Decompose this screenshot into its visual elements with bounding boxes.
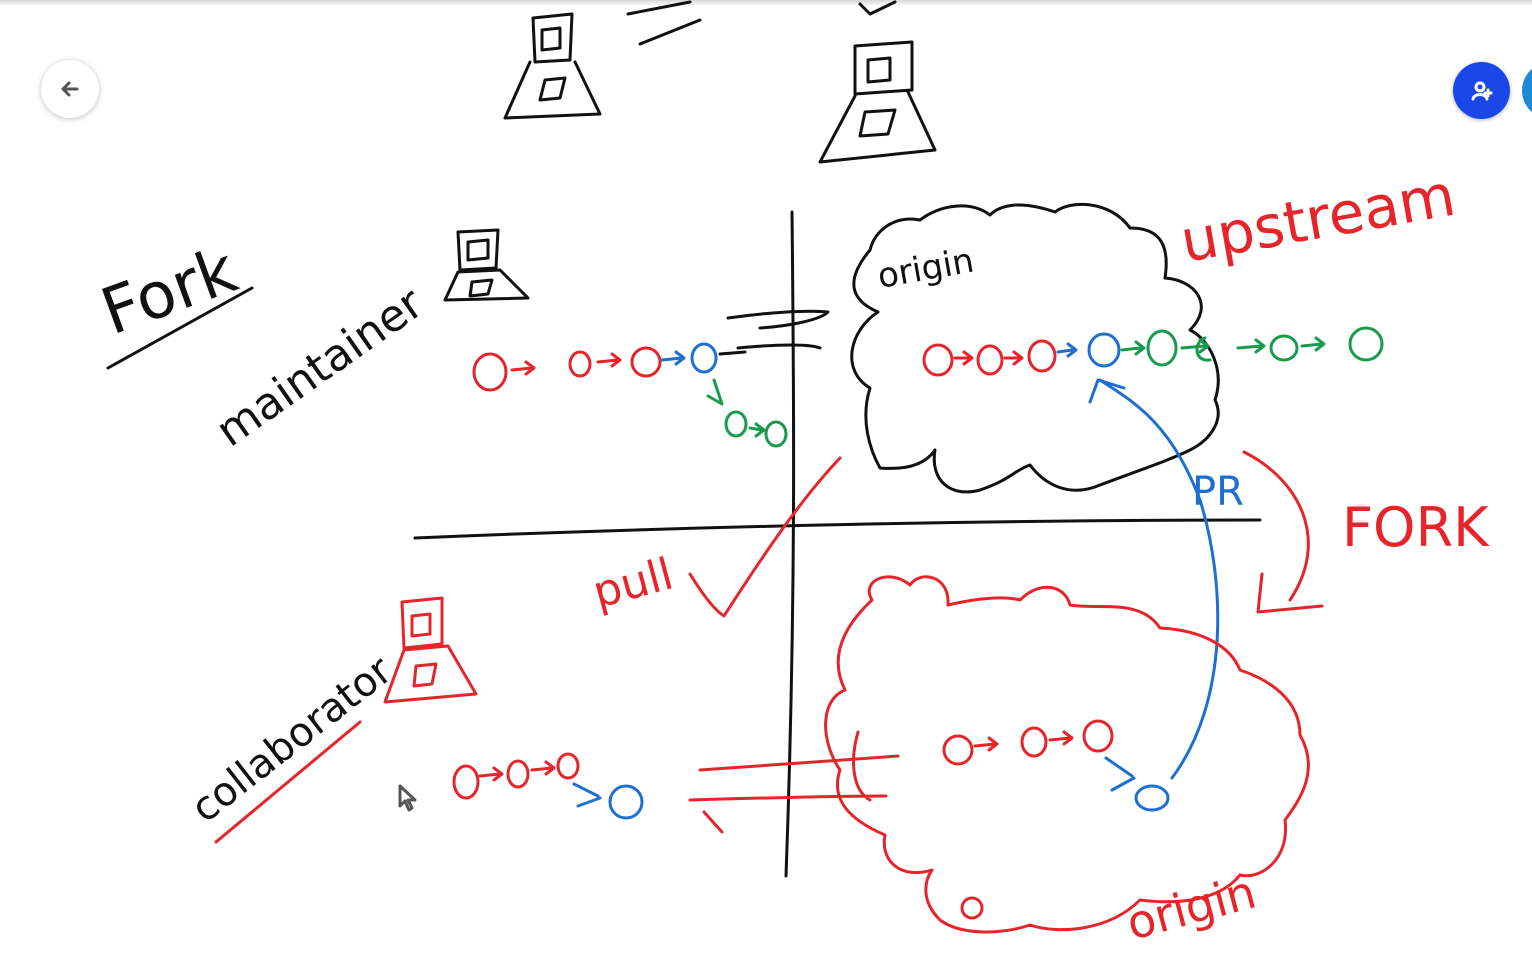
push-arrows-bottom xyxy=(688,730,900,834)
pr-arrow xyxy=(1098,378,1220,780)
fork-label: FORK xyxy=(1342,496,1490,559)
checkmark xyxy=(688,456,842,618)
back-button[interactable] xyxy=(41,60,99,118)
invite-user-button[interactable] xyxy=(1453,62,1510,119)
pr-label: PR xyxy=(1192,469,1244,515)
collaborator-commits xyxy=(452,752,644,820)
upstream-commits xyxy=(922,326,1384,377)
arrow-left-icon xyxy=(61,81,79,97)
collaborator-computer-icon xyxy=(383,596,478,704)
fork-commits xyxy=(942,719,1170,812)
pr-arrowhead xyxy=(1088,378,1126,404)
cloud-fork xyxy=(824,575,1310,934)
axis-horizontal xyxy=(413,518,1262,540)
top-edge-shadow xyxy=(0,0,1532,6)
cloud-fork-swirl xyxy=(960,896,984,920)
title-fork: Fork xyxy=(92,234,254,370)
maintainer-commits xyxy=(472,342,788,448)
cloud-fork-label: origin xyxy=(1121,865,1261,951)
collaborator-label: collaborator xyxy=(183,647,401,832)
share-button[interactable] xyxy=(1522,62,1532,119)
upstream-label: upstream xyxy=(1176,161,1460,276)
maintainer-computer-icon xyxy=(443,228,530,302)
computer-icon-top-center xyxy=(818,0,937,164)
pull-label: pull xyxy=(588,549,679,619)
cloud-upstream-label: origin xyxy=(875,241,977,297)
person-add-icon xyxy=(1471,81,1492,100)
computer-icon-top-left xyxy=(503,0,702,120)
fork-arrow xyxy=(1242,450,1324,614)
mouse-cursor-icon xyxy=(398,784,417,812)
cloud-upstream xyxy=(850,202,1220,494)
push-mark-top xyxy=(726,309,830,350)
collaborator-underline xyxy=(214,720,362,844)
